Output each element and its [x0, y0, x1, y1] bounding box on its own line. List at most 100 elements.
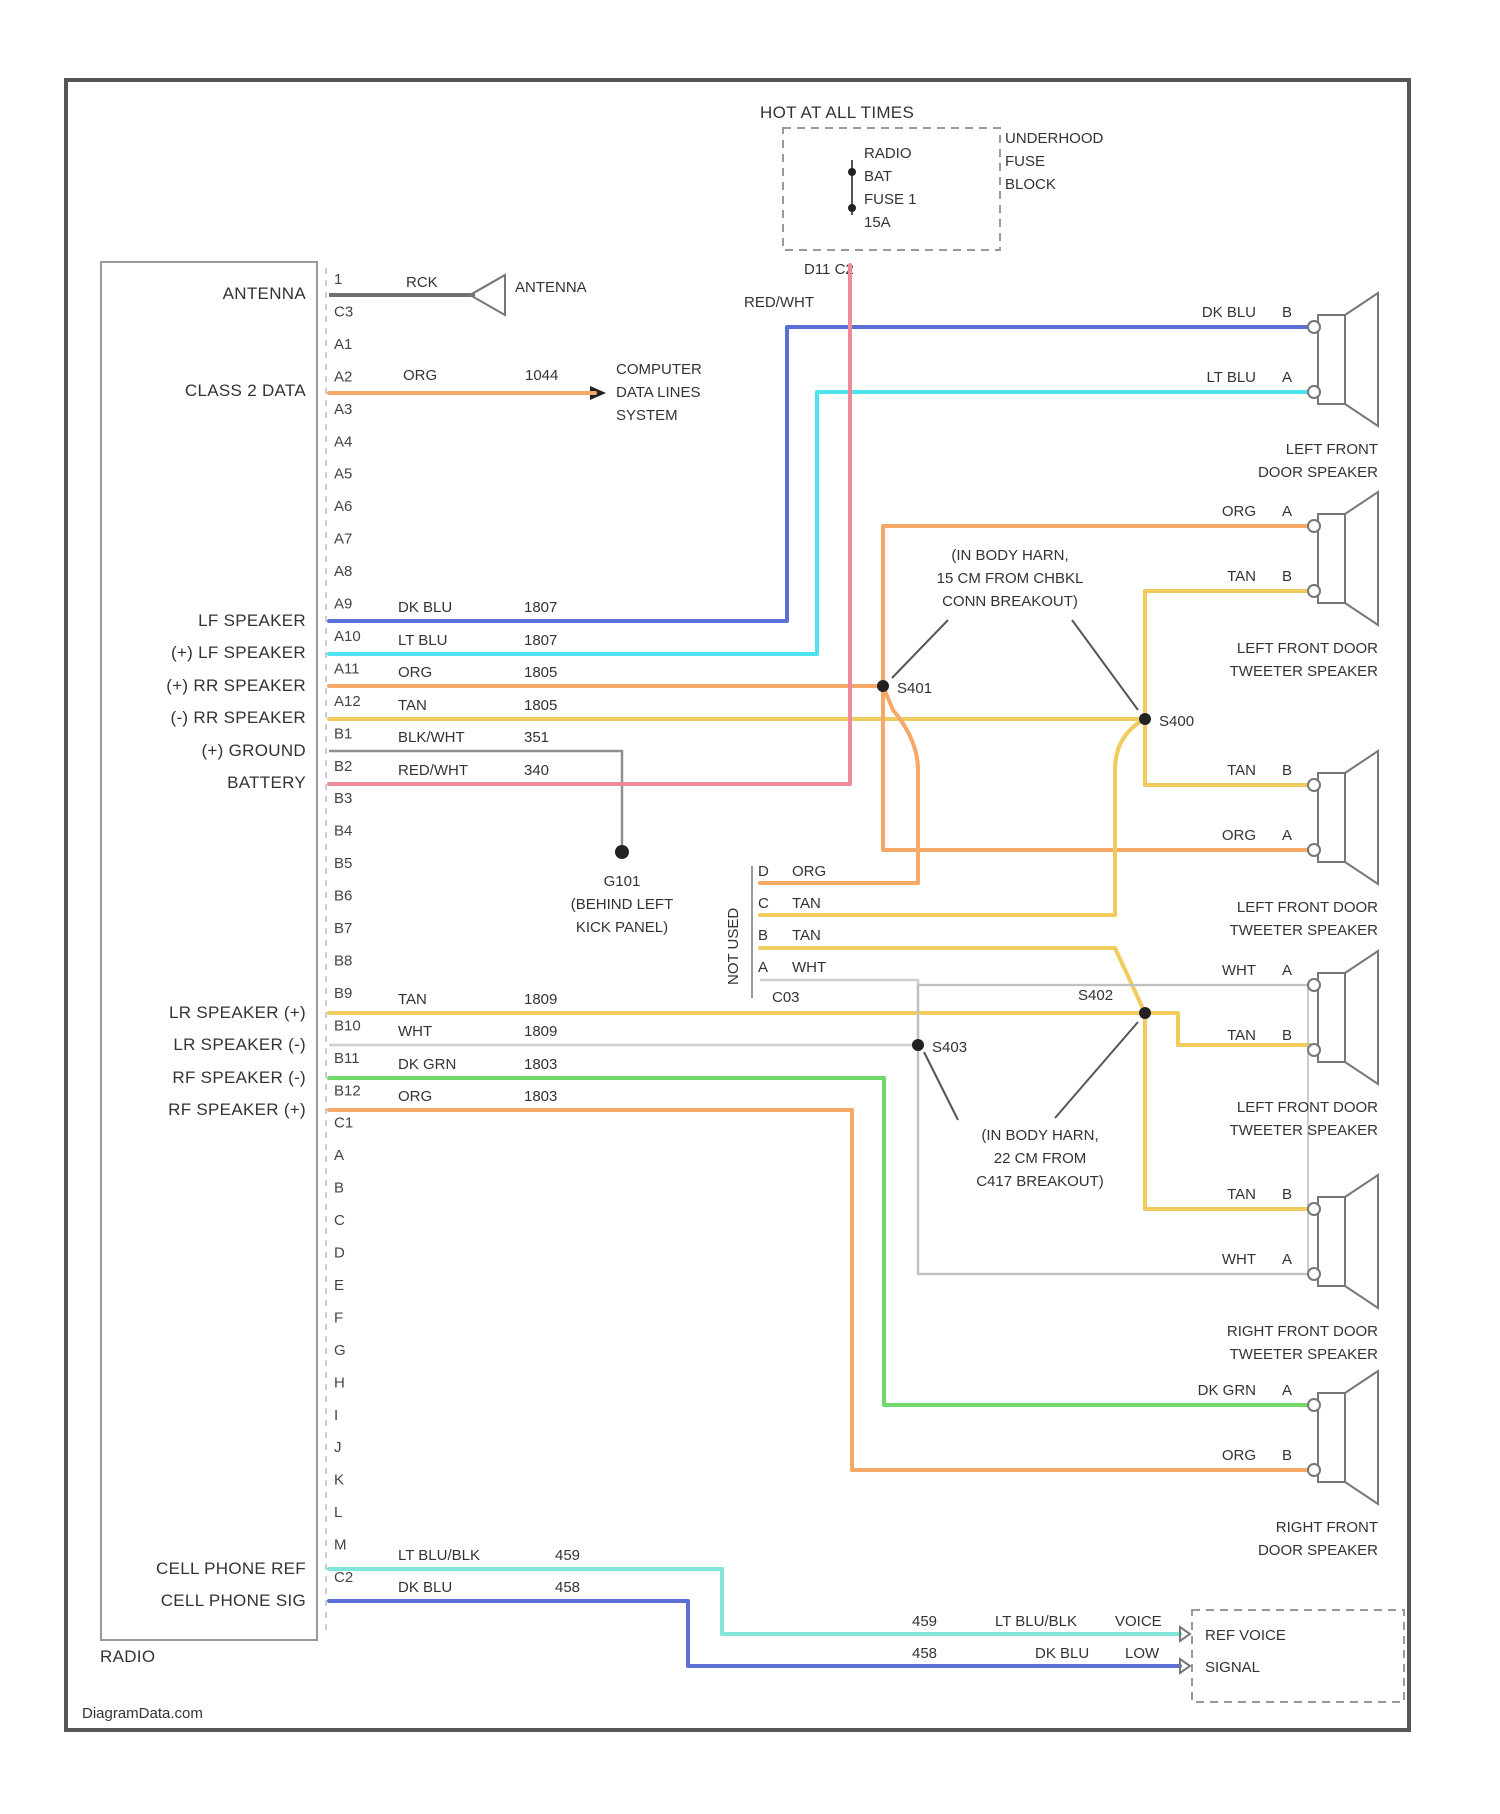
- func-rr-speaker-pos: (+) RR SPEAKER: [166, 676, 306, 695]
- speaker-wire-color: WHT: [1222, 962, 1256, 979]
- radio-function-labels: ANTENNA CLASS 2 DATA LF SPEAKER (+) LF S…: [156, 284, 306, 1610]
- speaker-terminal: [1308, 1044, 1320, 1056]
- b10-color: DK GRN: [398, 1056, 456, 1073]
- antenna-icon: [470, 275, 505, 315]
- a12-color: BLK/WHT: [398, 729, 465, 746]
- speaker-wire-color: ORG: [1222, 1447, 1256, 1464]
- speaker-wire-pin: B: [1282, 1027, 1292, 1044]
- speaker-label: TWEETER SPEAKER: [1230, 1122, 1379, 1139]
- splice-note-top-3: CONN BREAKOUT): [942, 593, 1078, 610]
- not-used-pin-b: B: [758, 927, 768, 944]
- speaker-label: LEFT FRONT DOOR: [1237, 640, 1378, 657]
- speaker-label: LEFT FRONT DOOR: [1237, 1099, 1378, 1116]
- wire-lf-speaker-dk-blu: [329, 327, 1310, 621]
- cell-ref-end: VOICE: [1115, 1613, 1162, 1630]
- ground-icon: [615, 845, 629, 859]
- fuse-node-top: [848, 168, 856, 176]
- splice-s403: S403: [932, 1039, 967, 1056]
- computer-line-3: SYSTEM: [616, 407, 678, 424]
- b8-circuit: 1809: [524, 991, 557, 1008]
- ground-line-1: (BEHIND LEFT: [571, 896, 674, 913]
- fuse-block-line-3: BLOCK: [1005, 176, 1056, 193]
- pin-label: C3: [334, 303, 353, 320]
- b8-color: TAN: [398, 991, 427, 1008]
- fuse-node-bottom: [848, 204, 856, 212]
- cell-sig-circuit: 458: [912, 1645, 937, 1662]
- pin-label: K: [334, 1472, 344, 1489]
- speaker-wire-color: TAN: [1227, 1027, 1256, 1044]
- a11-circuit: 1805: [524, 697, 557, 714]
- speaker-wire-color: TAN: [1227, 568, 1256, 585]
- not-used-pin-c: C: [758, 895, 769, 912]
- pin-label: B7: [334, 920, 352, 937]
- speaker-icon: DK GRNAORGBRIGHT FRONTDOOR SPEAKER: [1198, 1371, 1379, 1559]
- radio-name: RADIO: [100, 1647, 155, 1666]
- speaker-wire-pin: A: [1282, 827, 1292, 844]
- b10-circuit: 1803: [524, 1056, 557, 1073]
- a12-circuit: 351: [524, 729, 549, 746]
- pin-label: B4: [334, 823, 352, 840]
- pin-label: C: [334, 1212, 345, 1229]
- fuse-block-line-1: UNDERHOOD: [1005, 130, 1104, 147]
- pin-label: A12: [334, 693, 361, 710]
- pin-label: B11: [334, 1050, 360, 1067]
- pin-label: A4: [334, 433, 352, 450]
- speaker-body: [1318, 751, 1378, 884]
- speaker-terminal: [1308, 520, 1320, 532]
- speaker-body: [1318, 293, 1378, 426]
- pin-label: M: [334, 1537, 347, 1554]
- func-antenna: ANTENNA: [223, 284, 307, 303]
- func-rf-speaker-pos: RF SPEAKER (+): [168, 1100, 306, 1119]
- splice-pointer-s402: [1055, 1022, 1138, 1118]
- pin-label: A9: [334, 596, 352, 613]
- wire-rf-speaker-dk-grn: [329, 1078, 1310, 1405]
- speaker-wire-pin: A: [1282, 369, 1292, 386]
- func-rf-speaker-neg: RF SPEAKER (-): [172, 1068, 306, 1087]
- l-color: LT BLU/BLK: [398, 1547, 480, 1564]
- speaker-wire-pin: A: [1282, 1251, 1292, 1268]
- pin-label: I: [334, 1407, 338, 1424]
- ground-id: G101: [604, 873, 641, 890]
- m-color: DK BLU: [398, 1579, 452, 1596]
- wire-tweeter4-wht: [918, 1045, 1310, 1274]
- pin-label: A11: [334, 660, 360, 677]
- speaker-label: RIGHT FRONT DOOR: [1227, 1323, 1378, 1340]
- b9-color: WHT: [398, 1023, 432, 1040]
- speaker-body: [1318, 951, 1378, 1084]
- pin-label: B2: [334, 758, 352, 775]
- pin-label: D: [334, 1245, 345, 1262]
- antenna-wire-label: RCK: [406, 274, 438, 291]
- b9-circuit: 1809: [524, 1023, 557, 1040]
- speaker-wire-color: DK BLU: [1202, 304, 1256, 321]
- speaker-terminal: [1308, 1203, 1320, 1215]
- speaker-label: DOOR SPEAKER: [1258, 1542, 1378, 1559]
- cell-sig-end: LOW: [1125, 1645, 1160, 1662]
- cell-line-2: SIGNAL: [1205, 1659, 1260, 1676]
- pin-label: C1: [334, 1115, 353, 1132]
- a9-color: LT BLU: [398, 632, 447, 649]
- speaker-wire-pin: B: [1282, 1186, 1292, 1203]
- speaker-wire-pin: B: [1282, 1447, 1292, 1464]
- not-used-label: NOT USED: [725, 908, 742, 985]
- not-used-pin-a: A: [758, 959, 768, 976]
- fuse-line-4: 15A: [864, 214, 891, 231]
- func-ground: (+) GROUND: [201, 741, 306, 760]
- splice-note-bottom-2: 22 CM FROM: [994, 1150, 1087, 1167]
- splice-node-icon: [1139, 713, 1151, 725]
- func-lf-speaker: LF SPEAKER: [198, 611, 306, 630]
- computer-wire-circuit: 1044: [525, 367, 558, 384]
- func-class2-data: CLASS 2 DATA: [185, 381, 306, 400]
- pin-label: F: [334, 1309, 343, 1326]
- not-used-pin-d: D: [758, 863, 769, 880]
- ground-line-2: KICK PANEL): [576, 919, 668, 936]
- radio-module-box: [101, 262, 317, 1640]
- m-circuit: 458: [555, 1579, 580, 1596]
- fuse-header: HOT AT ALL TIMES: [760, 103, 914, 122]
- splice-note-top-2: 15 CM FROM CHBKL: [937, 570, 1084, 587]
- computer-wire-color: ORG: [403, 367, 437, 384]
- speaker-terminal: [1308, 585, 1320, 597]
